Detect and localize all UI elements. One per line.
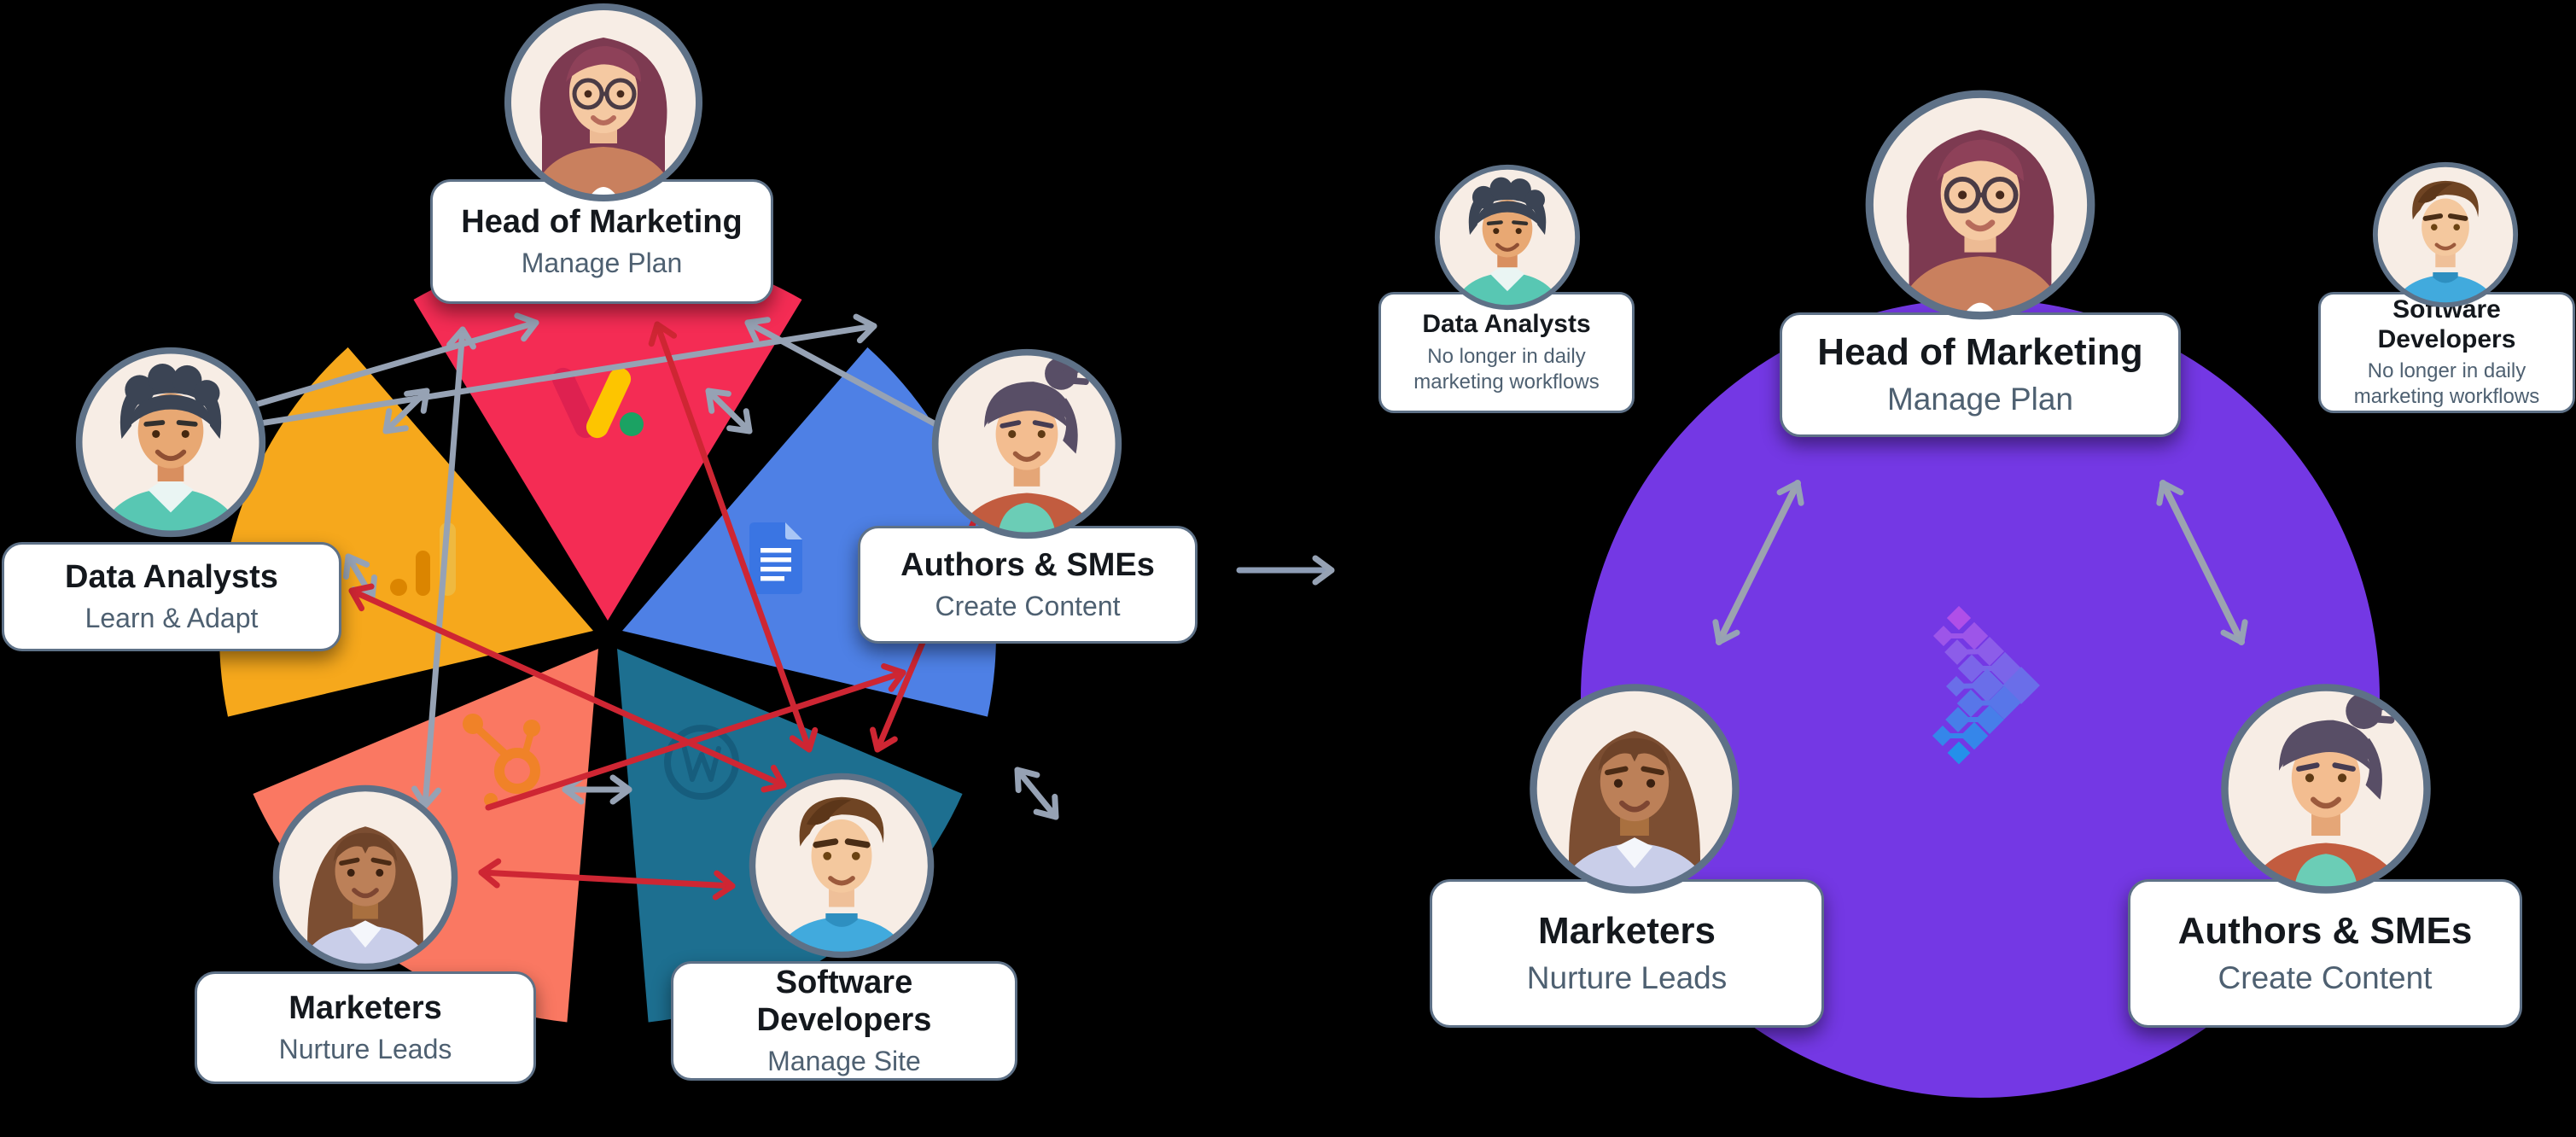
role-name: Authors & SMEs <box>2177 909 2473 952</box>
avatar-marketers <box>270 782 461 973</box>
sidelined-card-data-analysts: Data Analysts No longer in daily marketi… <box>1378 292 1635 413</box>
avatar-data-analysts-sidelined <box>1432 162 1582 312</box>
role-name: Head of Marketing <box>461 203 743 240</box>
role-task: Nurture Leads <box>278 1033 452 1064</box>
avatar-software-developers <box>746 770 937 961</box>
role-name: Head of Marketing <box>1817 330 2143 373</box>
role-task: Manage Site <box>767 1045 921 1076</box>
gray-double-arrow <box>2156 480 2248 645</box>
avatar-head-of-marketing-after <box>1862 86 2099 324</box>
gray-double-arrow <box>1712 480 1804 645</box>
role-card-data-analysts-before: Data Analysts Learn & Adapt <box>2 542 341 651</box>
role-name: Software Developers <box>2377 295 2516 353</box>
role-card-software-developers-before: Software Developers Manage Site <box>671 961 1017 1081</box>
gray-double-arrow <box>1014 767 1059 820</box>
role-card-authors-smes-before: Authors & SMEs Create Content <box>858 526 1198 644</box>
role-task: Manage Plan <box>521 247 683 278</box>
role-card-marketers-after: Marketers Nurture Leads <box>1430 879 1824 1028</box>
avatar-head-of-marketing <box>501 0 706 205</box>
role-name: Software Developers <box>756 965 932 1038</box>
avatar-authors-smes <box>929 346 1125 542</box>
role-task: Learn & Adapt <box>85 602 259 633</box>
role-card-marketers-before: Marketers Nurture Leads <box>195 971 536 1084</box>
role-card-authors-smes-after: Authors & SMEs Create Content <box>2128 879 2522 1028</box>
role-note: No longer in daily marketing workflows <box>2353 359 2540 408</box>
red-arrow <box>485 663 906 811</box>
before-friction-arrows <box>348 321 987 901</box>
role-name: Authors & SMEs <box>900 546 1155 583</box>
avatar-data-analysts <box>73 344 269 540</box>
role-name: Data Analysts <box>1422 310 1591 339</box>
role-note: No longer in daily marketing workflows <box>1413 344 1600 394</box>
role-task: Create Content <box>935 590 1121 621</box>
avatar-software-developers-sidelined <box>2370 160 2521 310</box>
sidelined-card-software-developers: Software Developers No longer in daily m… <box>2318 292 2575 413</box>
role-name: Marketers <box>1538 909 1716 952</box>
role-task: Create Content <box>2218 960 2433 996</box>
role-name: Data Analysts <box>65 558 278 595</box>
google-docs-icon <box>749 522 802 594</box>
role-task: Nurture Leads <box>1526 960 1728 996</box>
after-collaboration-arrows <box>1712 480 2248 645</box>
role-card-head-of-marketing-after: Head of Marketing Manage Plan <box>1780 312 2181 437</box>
role-task: Manage Plan <box>1886 382 2074 417</box>
avatar-authors-smes-after <box>2218 680 2434 897</box>
role-name: Marketers <box>288 989 442 1026</box>
avatar-marketers-after <box>1526 680 1743 897</box>
red-arrow <box>348 583 787 793</box>
red-arrow <box>478 858 736 901</box>
